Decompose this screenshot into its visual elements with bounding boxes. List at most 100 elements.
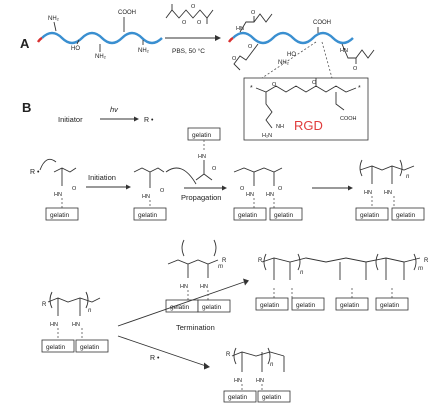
subscript-n: n xyxy=(300,270,304,276)
gelatin-box xyxy=(255,297,289,311)
gelatin-label: gelatin xyxy=(228,394,248,401)
initiation-label: Initiation xyxy=(88,173,116,182)
arrowhead xyxy=(134,116,139,122)
gelatin-label: gelatin xyxy=(380,302,400,309)
gelatin-chain-left xyxy=(41,31,163,45)
methacrylic-anhydride: O O O xyxy=(165,4,214,26)
terminated-species-top: m R HN HN gelatin gelatin xyxy=(165,239,231,313)
carbonyl-o-label: O xyxy=(72,186,77,192)
r-group-label: R xyxy=(42,302,47,308)
gelatin-box xyxy=(233,207,267,221)
radical-label: R • xyxy=(150,355,160,362)
subscript-n: n xyxy=(406,174,410,180)
hydroxyl-label: HO xyxy=(71,46,80,52)
arrowhead xyxy=(243,278,249,286)
chain-accent-left xyxy=(37,36,43,43)
amine-label: NH₂ xyxy=(95,54,107,60)
termination-arrow-upper xyxy=(117,281,245,327)
gelatin-label: gelatin xyxy=(238,212,258,219)
initiator-label: Initiator xyxy=(58,115,83,124)
gelatin-label: gelatin xyxy=(170,304,190,311)
amide-label: HN xyxy=(234,378,242,384)
gelatin-box xyxy=(291,297,325,311)
gelatin-label: gelatin xyxy=(360,212,380,219)
gelatin-label: gelatin xyxy=(50,212,70,219)
methacrylamide-group: HN O xyxy=(236,10,273,33)
termination-arrow-lower xyxy=(117,335,207,367)
gelatin-box xyxy=(133,207,167,221)
methacrylamide-group: HN O xyxy=(340,43,375,72)
amide-label: HN xyxy=(200,284,208,290)
arrowhead xyxy=(222,185,227,191)
amide-label: HN xyxy=(54,192,62,198)
carbonyl-o-label: O xyxy=(191,4,196,10)
gelatin-chain-right xyxy=(232,31,354,45)
carbonyl-o-label: O xyxy=(160,188,165,194)
gelatin-box xyxy=(355,207,389,221)
propagation-label: Propagation xyxy=(181,193,221,202)
amide-label: HN xyxy=(142,194,150,200)
carbonyl-o-label: O xyxy=(248,44,253,50)
gelatin-box xyxy=(269,207,303,221)
r-group-label: R xyxy=(424,258,429,264)
subscript-n: n xyxy=(88,308,92,314)
gelatin-box xyxy=(75,339,109,353)
rgd-label: RGD xyxy=(294,118,323,133)
r-group-label: R xyxy=(258,258,263,264)
amide-label: HN xyxy=(246,192,254,198)
r-group-label: R xyxy=(222,258,227,264)
rgd-imine-label: NH xyxy=(276,124,284,130)
amide-label: HN xyxy=(340,48,348,54)
amide-label: HN xyxy=(256,378,264,384)
reaction-conditions: PBS, 50 °C xyxy=(172,47,205,55)
radical-label: R • xyxy=(144,117,154,124)
subscript-m: m xyxy=(418,266,423,272)
carbonyl-o-label: O xyxy=(212,166,217,172)
propagation-monomer: gelatin HN O xyxy=(187,127,221,181)
gelatin-label: gelatin xyxy=(46,344,66,351)
hv-label: hv xyxy=(110,105,119,114)
gelatin-label: gelatin xyxy=(260,302,280,309)
gelatin-label: gelatin xyxy=(192,132,212,139)
gelatin-box xyxy=(257,390,291,403)
rgd-h2n-label: H₂N xyxy=(262,133,272,139)
carbonyl-o-label: O xyxy=(312,80,317,86)
propagation-curved-arrow xyxy=(165,167,197,185)
rgd-box xyxy=(243,77,369,141)
subscript-m: m xyxy=(218,264,223,270)
gelatin-label: gelatin xyxy=(202,304,222,311)
amine-label: NH₂ xyxy=(48,16,60,22)
carboxyl-label: COOH xyxy=(313,20,331,26)
gelatin-box xyxy=(45,207,79,221)
gelatin-label: gelatin xyxy=(138,212,158,219)
carbonyl-o-label: O xyxy=(272,82,277,88)
arrowhead xyxy=(126,184,131,190)
arrowhead xyxy=(348,185,353,191)
gelatin-box xyxy=(391,207,425,221)
rgd-structure: * * O O H₂N NH COOH xyxy=(250,78,361,139)
terminated-species-bottom: R n HN HN gelatin gelatin xyxy=(223,347,291,403)
gelatin-label: gelatin xyxy=(296,302,316,309)
initiated-radical-structure: HN O gelatin xyxy=(133,167,167,221)
gelatin-box xyxy=(335,297,369,311)
amide-label: HN xyxy=(198,154,206,160)
carbonyl-o-label: O xyxy=(197,20,202,26)
carboxyl-label: COOH xyxy=(118,10,136,16)
amide-label: HN xyxy=(50,322,58,328)
methacrylate-group: O O xyxy=(232,43,259,71)
polymer-radical-structure: n HN HN gelatin gelatin xyxy=(355,159,425,221)
carboxylate-label: COOH xyxy=(340,116,357,122)
gelatin-box xyxy=(223,390,257,403)
chain-accent-right xyxy=(228,36,234,43)
radical-label: R • xyxy=(30,169,40,176)
gelatin-box xyxy=(375,297,409,311)
gelatin-label: gelatin xyxy=(262,394,282,401)
amide-label: HN xyxy=(72,322,80,328)
amine-label: NH₂ xyxy=(138,48,150,54)
chain-radical-left: R n HN HN gelatin gelatin xyxy=(41,291,109,353)
carbonyl-o-label: O xyxy=(278,186,283,192)
panel-label-b: B xyxy=(22,100,31,115)
carbonyl-o-label: O xyxy=(232,56,237,62)
amide-label: HN xyxy=(266,192,274,198)
